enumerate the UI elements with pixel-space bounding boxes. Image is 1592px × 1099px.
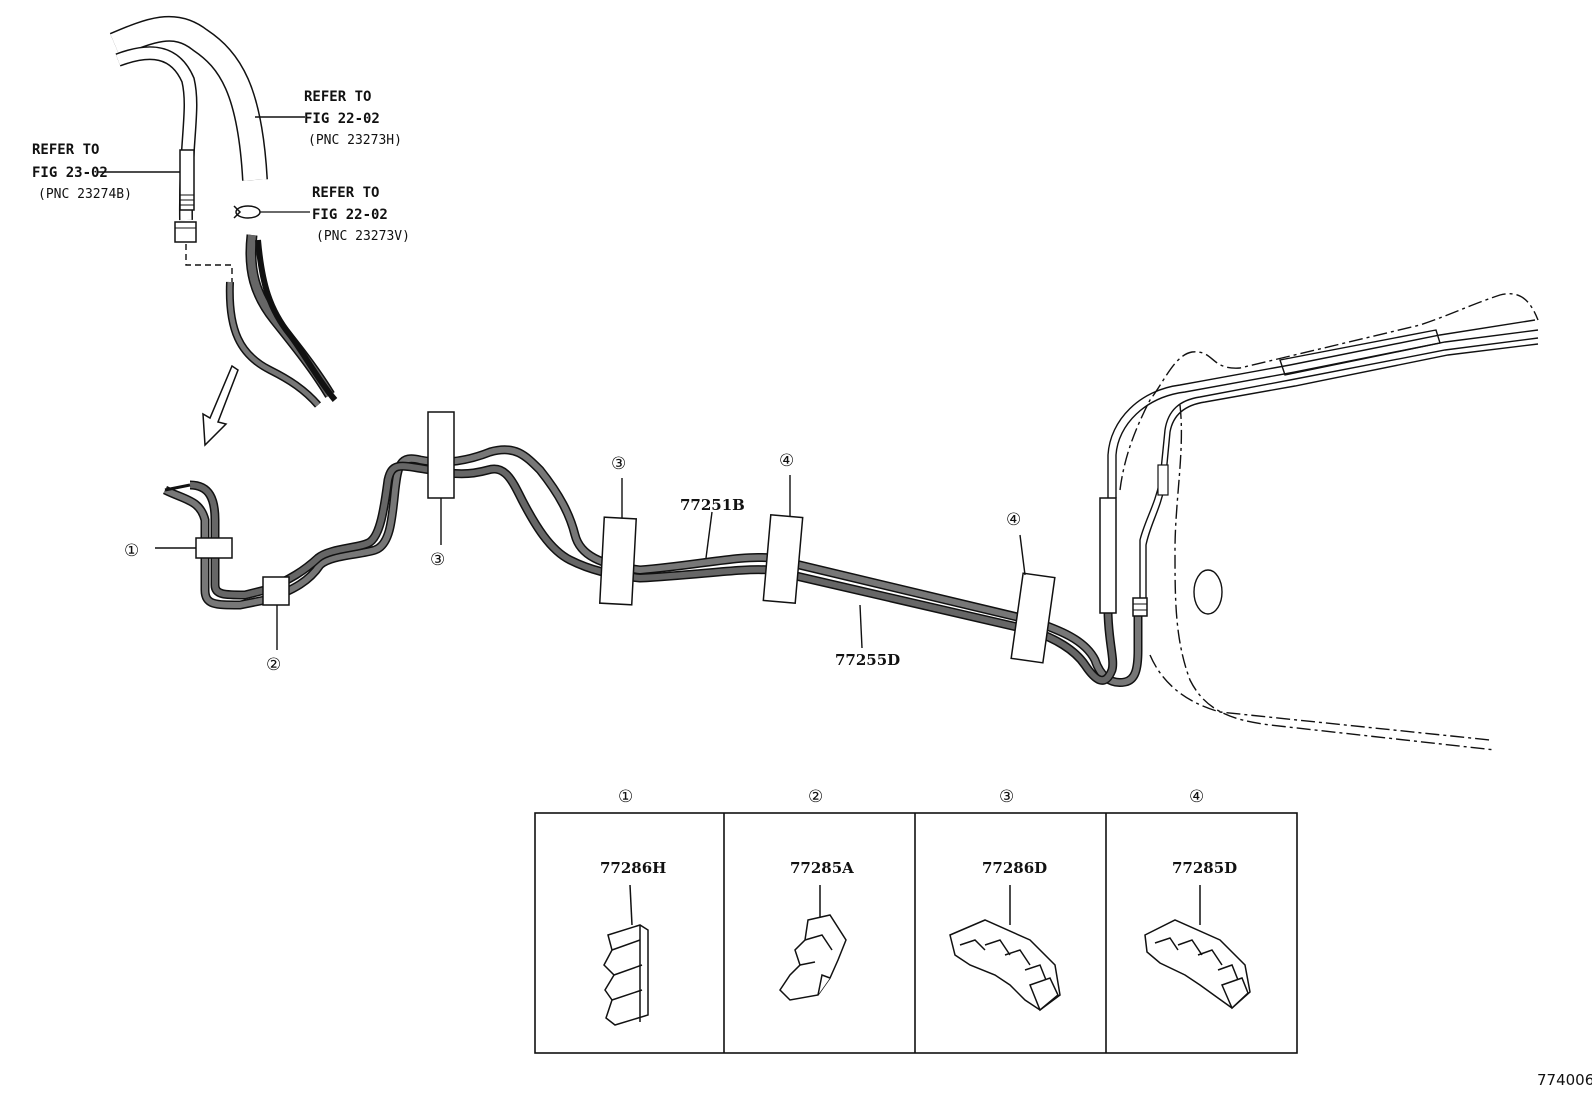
callout-3a: ③ xyxy=(430,550,445,570)
figure-code: 774006 xyxy=(1537,1071,1592,1089)
connection-dashed-line xyxy=(185,244,233,282)
clip-2-icon xyxy=(779,885,847,1001)
svg-text:(PNC 23273V): (PNC 23273V) xyxy=(316,229,410,244)
clamp-4b-marker xyxy=(1010,534,1056,664)
main-tube-run xyxy=(162,445,1143,688)
ref-hose: REFER TO FIG 22-02 (PNC 23273H) xyxy=(304,89,402,148)
legend-callout-3: ③ xyxy=(999,787,1014,807)
direction-arrow-icon xyxy=(202,364,239,447)
svg-text:FIG 22-02: FIG 22-02 xyxy=(312,207,388,223)
tube-label-lower: 77255D xyxy=(835,651,900,669)
clamp-3b-marker xyxy=(598,478,638,606)
tube-upper-leader xyxy=(705,511,713,559)
callout-4b: ④ xyxy=(1006,510,1021,530)
legend-callout-4: ④ xyxy=(1189,787,1204,807)
callout-1: ① xyxy=(124,541,139,561)
tank-drain-hole xyxy=(1193,569,1223,615)
connector-block xyxy=(174,221,197,243)
filler-hose xyxy=(109,15,268,181)
svg-text:REFER TO: REFER TO xyxy=(32,142,99,158)
hose-clamp-icon xyxy=(233,205,310,219)
clamp-1-marker xyxy=(155,537,233,559)
callout-4a: ④ xyxy=(779,451,794,471)
tube-lower-leader xyxy=(859,604,863,649)
ref-left: REFER TO FIG 23-02 (PNC 23274B) xyxy=(32,142,132,202)
clip-part-77285D: 77285D xyxy=(1172,859,1237,877)
svg-text:REFER TO: REFER TO xyxy=(304,89,371,105)
ref-clamp: REFER TO FIG 22-02 (PNC 23273V) xyxy=(312,185,410,244)
vapor-line xyxy=(1107,319,1539,598)
svg-text:FIG 23-02: FIG 23-02 xyxy=(32,165,108,181)
upper-tube-bundle xyxy=(225,234,338,408)
legend-callout-2: ② xyxy=(808,787,823,807)
clip-4-icon xyxy=(1144,885,1251,1010)
clip-1-icon xyxy=(603,884,649,1026)
clip-3-icon xyxy=(949,885,1061,1012)
svg-text:(PNC 23273H): (PNC 23273H) xyxy=(308,133,402,148)
vent-hose xyxy=(115,46,198,221)
clamp-2-marker xyxy=(262,576,290,650)
legend-callout-1: ① xyxy=(618,787,633,807)
fuel-tank-outline xyxy=(1119,293,1539,751)
svg-text:REFER TO: REFER TO xyxy=(312,185,379,201)
clip-part-77285A: 77285A xyxy=(790,859,854,877)
callout-2: ② xyxy=(266,655,281,675)
clamp-4a-marker xyxy=(762,475,804,605)
clip-part-77286H: 77286H xyxy=(600,859,666,877)
tube-risers xyxy=(1099,497,1148,617)
callout-3b: ③ xyxy=(611,454,626,474)
clip-legend-table: ① ② ③ ④ 77286H 77285A 77286D 77285D xyxy=(534,787,1298,1054)
svg-text:FIG 22-02: FIG 22-02 xyxy=(304,111,380,127)
clamp-3a-marker xyxy=(427,411,455,545)
clip-part-77286D: 77286D xyxy=(982,859,1047,877)
svg-text:(PNC 23274B): (PNC 23274B) xyxy=(38,187,132,202)
tube-label-upper: 77251B xyxy=(680,496,745,514)
